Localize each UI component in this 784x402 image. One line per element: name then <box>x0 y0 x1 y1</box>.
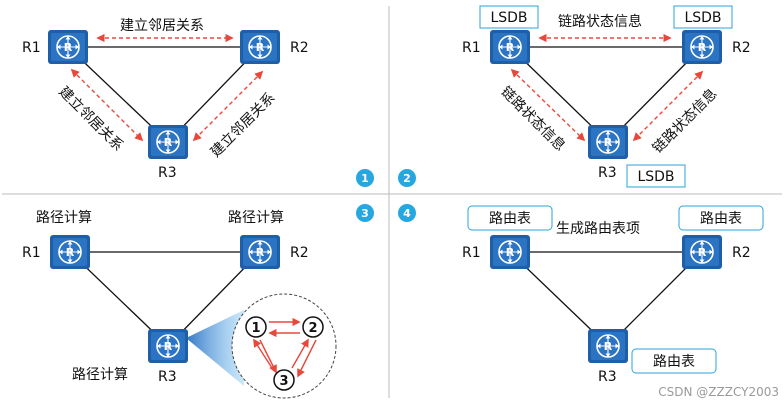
router-r2-label: R2 <box>290 40 309 56</box>
route-gen-label: 生成路由表项 <box>556 221 640 237</box>
lsa-label-top: 链路状态信息 <box>558 13 642 30</box>
lsdb-label-r1: LSDB <box>490 10 527 26</box>
neighbor-label-left: 建立邻居关系 <box>55 84 126 155</box>
watermark: CSDN @ZZZCY2003 <box>658 385 779 399</box>
route-table-box-r1 <box>467 205 553 231</box>
neighbor-label-right: 建立邻居关系 <box>208 90 279 161</box>
spf-node-3: 3 <box>273 369 295 391</box>
lsa-label-right: 链路状态信息 <box>649 85 720 156</box>
panel-1-neighbor: R1 R2 R3 建立邻居关系 建立邻居关系 建立邻居关系 <box>22 18 309 181</box>
router-r2-label: R2 <box>290 245 309 261</box>
router-r3-icon <box>587 328 629 364</box>
spf-calc-label-r1: 路径计算 <box>36 210 92 226</box>
router-r2-icon <box>239 29 281 65</box>
svg-text:1: 1 <box>361 172 369 185</box>
router-r3-label: R3 <box>598 369 617 385</box>
router-r1-icon <box>489 29 531 65</box>
router-r1-label: R1 <box>22 245 41 261</box>
lsdb-label-r2: LSDB <box>684 10 721 26</box>
panel-2-lsa-exchange: R1 R2 R3 LSDB LSDB LSDB 链路状态信息 链路状态信息 链路… <box>462 5 751 188</box>
router-r2-label: R2 <box>732 245 751 261</box>
panel-3-spf: 1 2 3 R1 R2 R3 路径计算 路径计算 路径计算 <box>22 210 337 399</box>
router-r3-label: R3 <box>598 165 617 181</box>
router-r1-label: R1 <box>462 40 481 56</box>
router-r1-icon <box>47 29 89 65</box>
router-r2-icon <box>681 29 723 65</box>
svg-text:2: 2 <box>403 172 411 185</box>
spf-node-1: 1 <box>245 316 267 338</box>
svg-text:4: 4 <box>403 207 411 220</box>
spf-node-2: 2 <box>302 316 324 338</box>
lsdb-box-r3 <box>626 164 686 188</box>
router-r3-icon <box>147 328 189 364</box>
router-r2-label: R2 <box>732 40 751 56</box>
router-r3-label: R3 <box>158 165 177 181</box>
lsdb-label-r3: LSDB <box>637 169 674 185</box>
svg-text:2: 2 <box>308 321 317 336</box>
route-table-box-r2 <box>678 205 764 231</box>
spf-calc-label-r3: 路径计算 <box>72 367 128 383</box>
lsdb-box-r2 <box>673 5 733 29</box>
router-r1-label: R1 <box>462 245 481 261</box>
route-table-label-r1: 路由表 <box>489 211 531 227</box>
step-1-badge: 1 <box>356 169 374 187</box>
route-table-box-r3 <box>631 348 717 374</box>
svg-text:1: 1 <box>251 321 260 336</box>
step-2-badge: 2 <box>398 169 416 187</box>
router-r2-icon <box>681 234 723 270</box>
panel-4-routing-table: R1 R2 R3 路由表 路由表 路由表 生成路由表项 <box>462 205 764 385</box>
spf-zoom-beam <box>186 310 244 386</box>
router-r1-label: R1 <box>22 40 41 56</box>
step-3-badge: 3 <box>356 204 374 222</box>
router-r3-label: R3 <box>158 369 177 385</box>
router-r2-icon <box>239 234 281 270</box>
router-r1-icon <box>49 234 91 270</box>
router-r3-icon <box>147 124 189 160</box>
step-4-badge: 4 <box>398 204 416 222</box>
spf-calc-label-r2: 路径计算 <box>228 210 284 226</box>
router-r1-icon <box>489 234 531 270</box>
svg-text:3: 3 <box>361 207 369 220</box>
route-table-label-r2: 路由表 <box>700 211 742 227</box>
router-r3-icon <box>587 124 629 160</box>
route-table-label-r3: 路由表 <box>653 354 695 370</box>
neighbor-label-top: 建立邻居关系 <box>120 18 204 34</box>
lsdb-box-r1 <box>479 5 539 29</box>
svg-text:3: 3 <box>279 374 288 389</box>
